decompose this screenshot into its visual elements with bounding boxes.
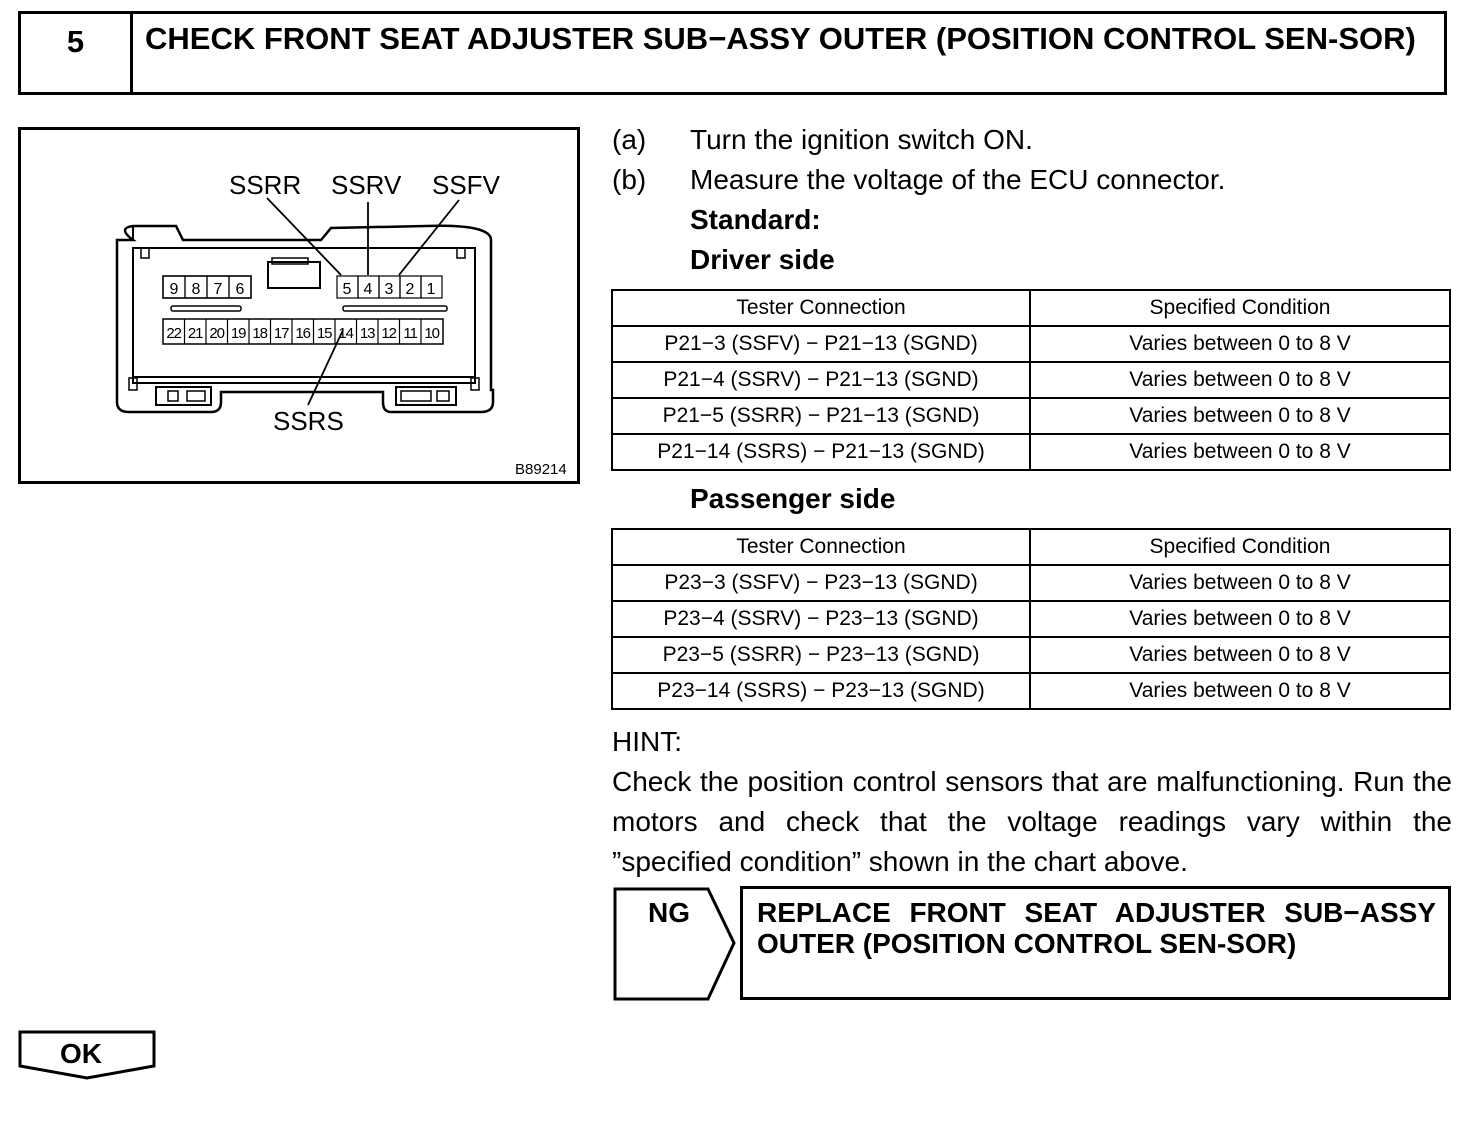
label-ssrr: SSRR [229,170,301,200]
passenger-side-label: Passenger side [690,483,896,514]
pin-label: 11 [403,325,417,342]
header-specified-condition: Specified Condition [1029,528,1451,566]
passenger-side-table: Tester Connection Specified Condition P2… [610,528,1451,710]
ok-label: OK [60,1038,102,1069]
pin-label: 4 [364,281,373,298]
step-b-label: (b) [612,164,647,195]
pin-label: 22 [166,325,181,342]
tester-connection-cell: P23−5 (SSRR) − P23−13 (SGND) [610,636,1032,674]
pin-label: 1 [427,281,436,298]
header-tester-connection: Tester Connection [610,289,1032,327]
pin-label: 15 [317,325,332,342]
pin-row-bottom: 22 21 20 19 18 17 16 15 14 13 12 11 10 [162,318,444,345]
pin-row-top-right: 5 4 3 2 1 [336,275,443,299]
pin-label: 16 [295,325,310,342]
specified-condition-cell: Varies between 0 to 8 V [1029,600,1451,638]
specified-condition-cell: Varies between 0 to 8 V [1029,636,1451,674]
tester-connection-cell: P23−4 (SSRV) − P23−13 (SGND) [610,600,1032,638]
specified-condition-cell: Varies between 0 to 8 V [1029,564,1451,602]
driver-side-table: Tester Connection Specified Condition P2… [610,289,1451,471]
specified-condition-cell: Varies between 0 to 8 V [1029,361,1451,399]
specified-condition-cell: Varies between 0 to 8 V [1029,325,1451,363]
pin-label: 12 [381,325,396,342]
pin-label: 8 [192,281,201,298]
tester-connection-cell: P21−14 (SSRS) − P21−13 (SGND) [610,433,1032,471]
tester-connection-cell: P21−3 (SSFV) − P21−13 (SGND) [610,325,1032,363]
specified-condition-cell: Varies between 0 to 8 V [1029,672,1451,710]
pin-label: 19 [231,325,246,342]
header-tester-connection: Tester Connection [610,528,1032,566]
specified-condition-cell: Varies between 0 to 8 V [1029,397,1451,435]
pin-label: 3 [385,281,394,298]
table-row: P23−14 (SSRS) − P23−13 (SGND) Varies bet… [610,672,1451,710]
step-a-text: Turn the ignition switch ON. [690,124,1033,155]
ng-arrow-box[interactable] [612,886,738,1002]
pin-label: 10 [424,325,439,342]
pin-label: 2 [406,281,415,298]
label-ssrv: SSRV [331,170,402,200]
tester-connection-cell: P23−14 (SSRS) − P23−13 (SGND) [610,672,1032,710]
table-header-row: Tester Connection Specified Condition [610,289,1451,327]
specified-condition-cell: Varies between 0 to 8 V [1029,433,1451,471]
pin-label: 6 [236,281,245,298]
pin-label: 17 [274,325,289,342]
pin-label: 13 [360,325,375,342]
pin-label: 5 [343,281,352,298]
label-ssfv: SSFV [432,170,501,200]
pin-label: 21 [188,325,203,342]
pin-row-top-left: 9 8 7 6 [162,275,252,299]
hint-block: HINT: Check the position control sensors… [612,722,1452,882]
step-title: CHECK FRONT SEAT ADJUSTER SUB−ASSY OUTER… [145,21,1416,56]
step-header: 5 CHECK FRONT SEAT ADJUSTER SUB−ASSY OUT… [18,11,1447,95]
pin-label: 20 [209,325,224,342]
table-header-row: Tester Connection Specified Condition [610,528,1451,566]
figure-id: B89214 [515,461,567,478]
ng-action-box: REPLACE FRONT SEAT ADJUSTER SUB−ASSY OUT… [740,886,1451,1000]
header-specified-condition: Specified Condition [1029,289,1451,327]
step-number: 5 [21,14,133,92]
ng-label: NG [648,897,690,928]
table-row: P23−5 (SSRR) − P23−13 (SGND) Varies betw… [610,636,1451,674]
pin-label: 18 [252,325,267,342]
tester-connection-cell: P21−5 (SSRR) − P21−13 (SGND) [610,397,1032,435]
pin-label: 7 [214,281,223,298]
hint-text: Check the position control sensors that … [612,766,1452,877]
label-ssrs: SSRS [273,406,344,436]
pin-label: 14 [338,325,353,342]
step-b-text: Measure the voltage of the ECU connector… [690,164,1226,195]
driver-side-label: Driver side [690,244,835,275]
table-row: P21−14 (SSRS) − P21−13 (SGND) Varies bet… [610,433,1451,471]
step-a-label: (a) [612,124,647,155]
pin-label: 9 [170,281,179,298]
tester-connection-cell: P21−4 (SSRV) − P21−13 (SGND) [610,361,1032,399]
table-row: P23−3 (SSFV) − P23−13 (SGND) Varies betw… [610,564,1451,602]
table-row: P21−3 (SSFV) − P21−13 (SGND) Varies betw… [610,325,1451,363]
table-row: P23−4 (SSRV) − P23−13 (SGND) Varies betw… [610,600,1451,638]
ok-arrow-box[interactable] [18,1030,158,1082]
tester-connection-cell: P23−3 (SSFV) − P23−13 (SGND) [610,564,1032,602]
table-row: P21−4 (SSRV) − P21−13 (SGND) Varies betw… [610,361,1451,399]
hint-label: HINT: [612,726,682,757]
table-row: P21−5 (SSRR) − P21−13 (SGND) Varies betw… [610,397,1451,435]
standard-label: Standard: [690,204,821,235]
connector-diagram: 9 8 7 6 5 4 3 2 1 [18,127,580,484]
